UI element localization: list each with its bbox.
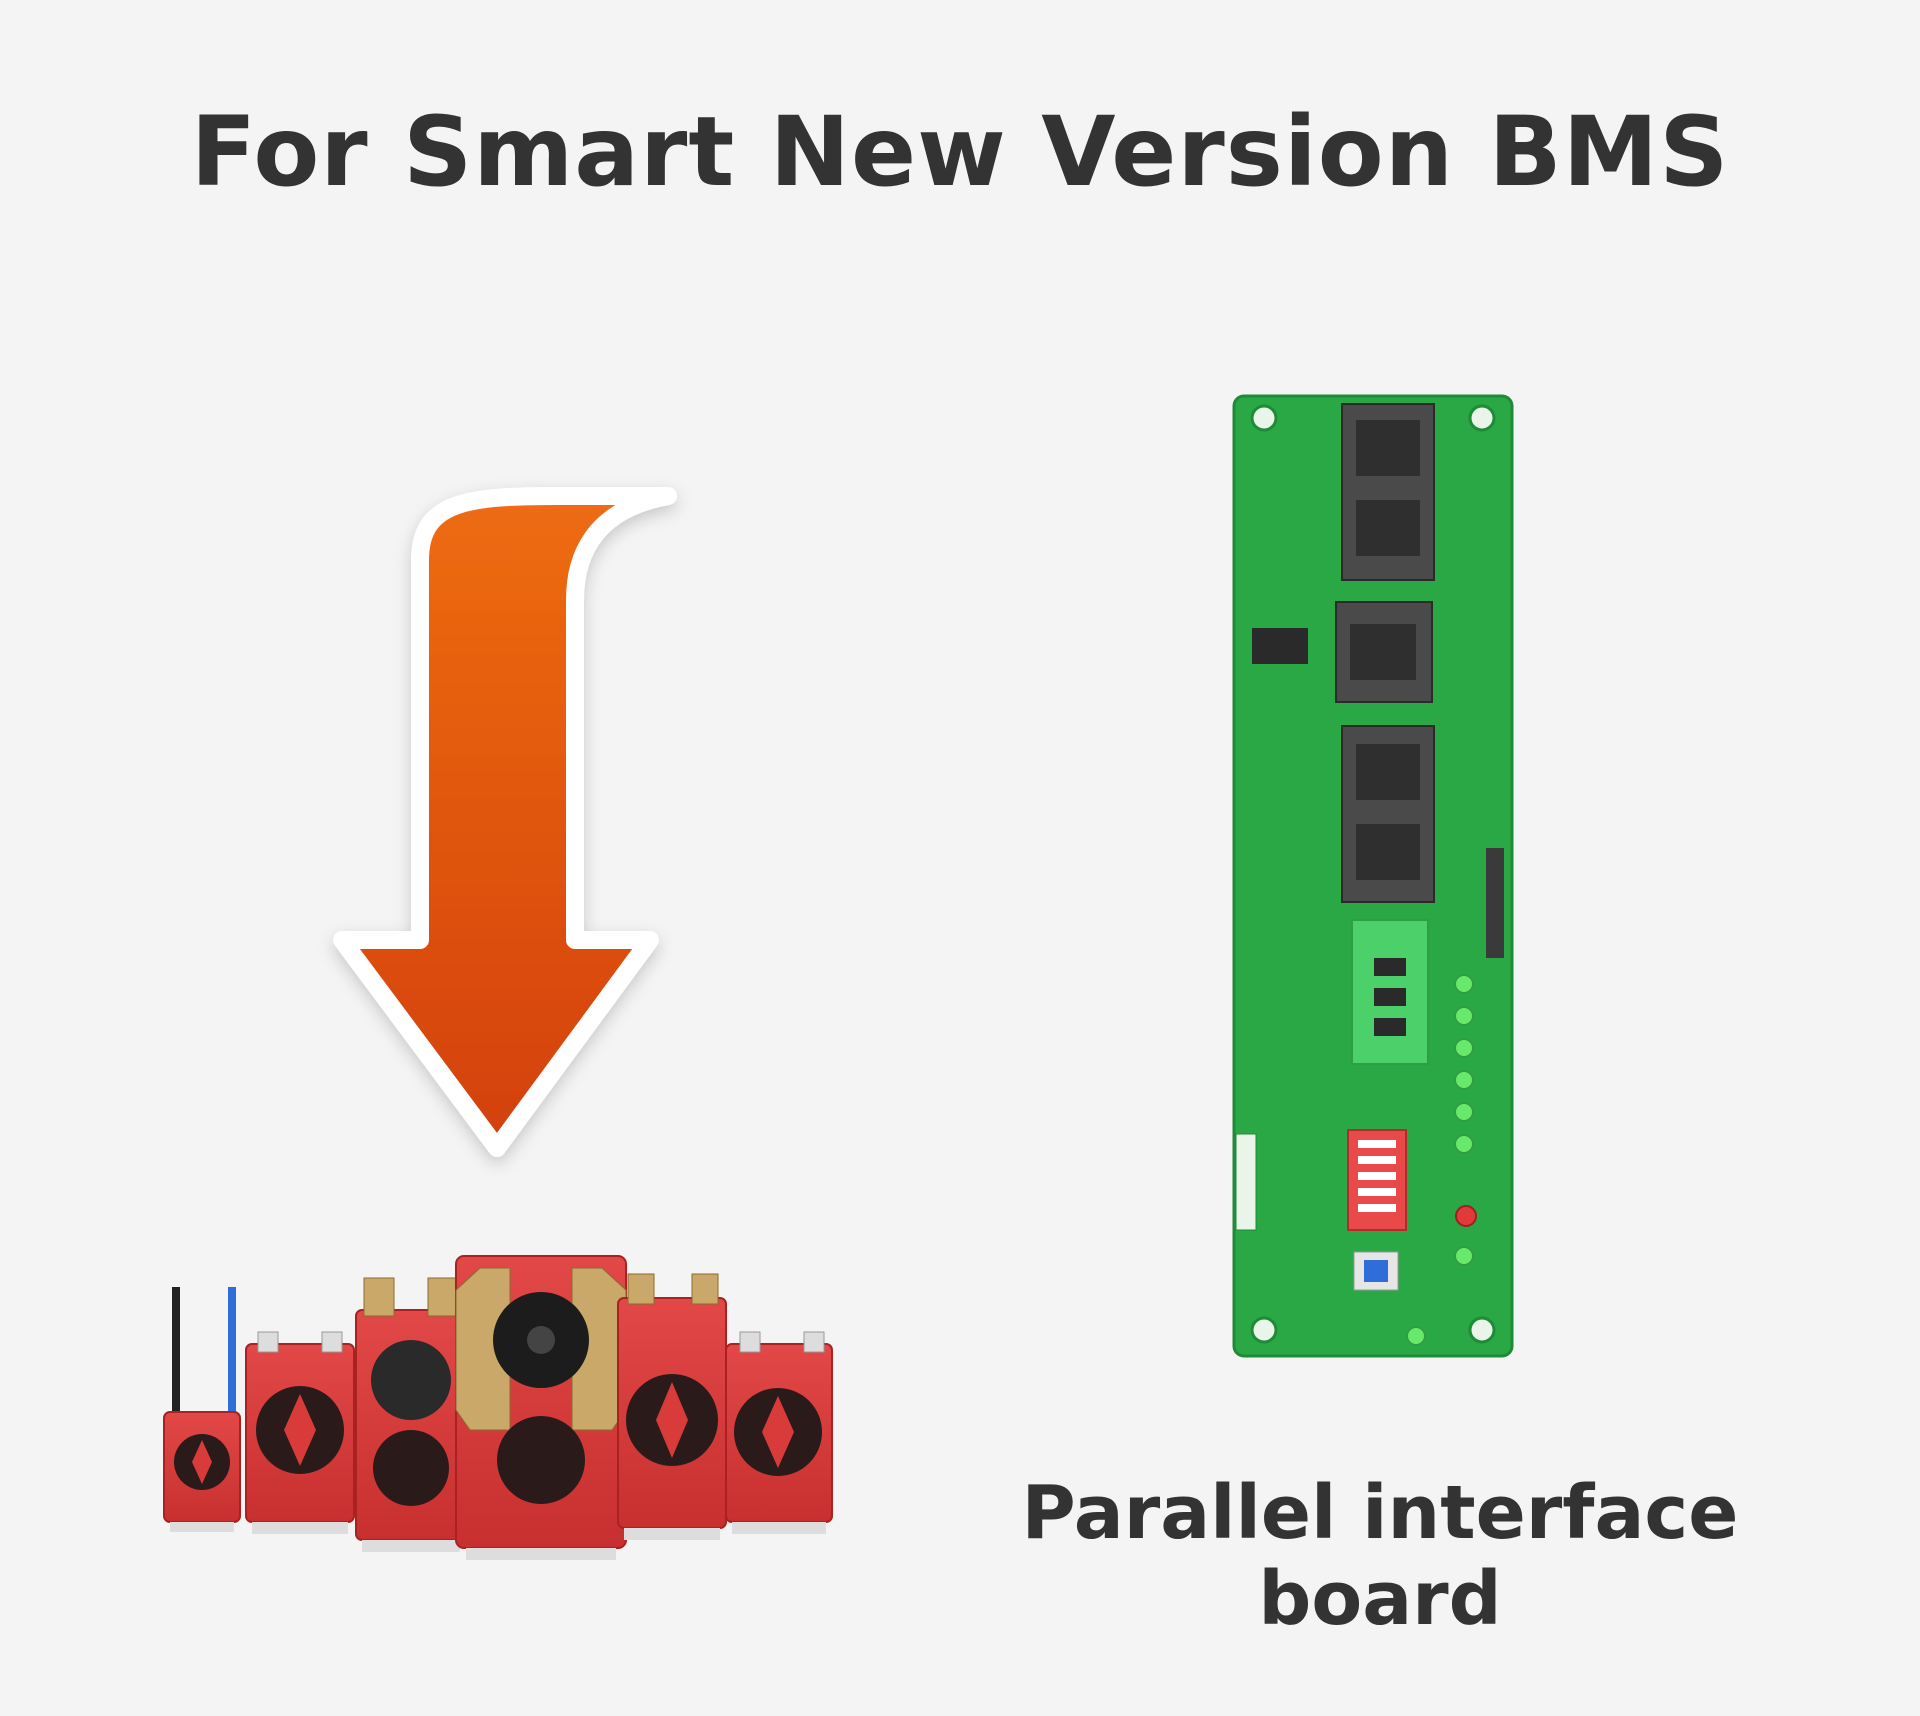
black-wire (172, 1287, 180, 1417)
ic-chip (1252, 628, 1308, 664)
red-led (1455, 1205, 1477, 1227)
bms-module (725, 1331, 833, 1534)
page-title: For Smart New Version BMS (190, 96, 1730, 208)
bms-module (455, 1255, 627, 1560)
board-caption: Parallel interface board (1021, 1470, 1739, 1642)
mounting-holes (1250, 404, 1496, 1344)
bms-module (163, 1411, 241, 1532)
side-connector (1235, 1133, 1257, 1231)
bms-modules-illustration (163, 1255, 833, 1560)
bms-module (355, 1277, 467, 1552)
reset-button (1353, 1251, 1399, 1291)
blue-wire (228, 1287, 236, 1417)
led-indicators (1406, 974, 1474, 1346)
arrow-down-icon (333, 487, 677, 1157)
bms-module (245, 1331, 355, 1534)
bms-module (617, 1273, 727, 1540)
pcb-board-illustration (1232, 394, 1514, 1358)
